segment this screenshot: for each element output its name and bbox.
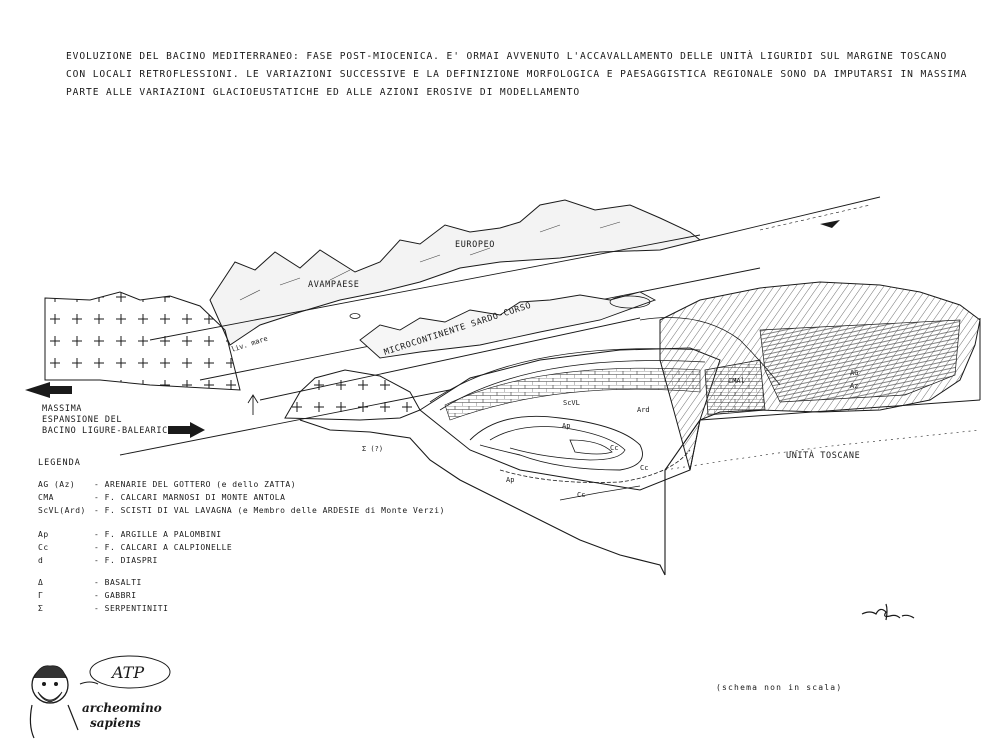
- author-signature: [861, 603, 915, 621]
- legend-text: - F. CALCARI A CALPIONELLE: [94, 543, 233, 552]
- logo-text-sapiens: sapiens: [90, 716, 141, 730]
- legend-item: Δ - BASALTI: [38, 578, 142, 587]
- legend-title: LEGENDA: [38, 458, 81, 468]
- mountain-skyline: [209, 199, 702, 346]
- legend-item: Γ - GABBRI: [38, 591, 137, 600]
- label-ap-1: Ap: [562, 422, 570, 430]
- header-line-2: CON LOCALI RETROFLESSIONI. LE VARIAZIONI…: [66, 69, 968, 80]
- legend-code: Σ: [38, 604, 44, 613]
- legend-text: - GABBRI: [94, 591, 137, 600]
- legend-code: d: [38, 556, 44, 565]
- legend-text: - F. SCISTI DI VAL LAVAGNA (e Membro del…: [94, 506, 445, 515]
- label-unita-toscane: UNITÀ TOSCANE: [786, 449, 860, 461]
- label-cc-2: Cc: [640, 464, 648, 472]
- legend-text: - F. CALCARI MARNOSI DI MONTE ANTOLA: [94, 493, 286, 502]
- legend-item: CMA - F. CALCARI MARNOSI DI MONTE ANTOLA: [38, 493, 285, 502]
- header-line-1: EVOLUZIONE DEL BACINO MEDITERRANEO: FASE…: [66, 51, 948, 62]
- left-arrow-icon: [25, 382, 72, 398]
- label-ap-2: Ap: [506, 476, 514, 484]
- header-line-3: PARTE ALLE VARIAZIONI GLACIOEUSTATICHE E…: [66, 87, 581, 98]
- central-dome: [284, 369, 421, 421]
- right-arrow-icon: [168, 422, 205, 438]
- legend-item: Σ - SERPENTINITI: [38, 604, 168, 613]
- legend-code: Δ: [38, 578, 44, 587]
- legend-code: Γ: [38, 591, 44, 600]
- left-crust-block: [44, 291, 241, 391]
- legend-code: AG (Az): [38, 480, 76, 489]
- legend-item: d - F. DIASPRI: [38, 556, 158, 565]
- label-avampaese: AVAMPAESE: [308, 280, 359, 290]
- label-scvl: ScVL: [563, 399, 580, 407]
- logo-text-archeomino: archeomino: [82, 701, 162, 715]
- header-text: EVOLUZIONE DEL BACINO MEDITERRANEO: FASE…: [66, 48, 968, 102]
- label-massima-2: ESPANSIONE DEL: [42, 415, 122, 425]
- label-ag: AG: [850, 369, 858, 377]
- legend-item: Cc - F. CALCARI A CALPIONELLE: [38, 543, 232, 552]
- label-massima-1: MASSIMA: [42, 404, 82, 414]
- legend-code: ScVL(Ard): [38, 506, 86, 515]
- label-cmai: CMAl: [728, 377, 745, 385]
- legend-code: CMA: [38, 493, 54, 502]
- legend-code: Ap: [38, 530, 49, 539]
- logo-badge: ATP: [110, 663, 144, 682]
- legend-item: Ap - F. ARGILLE A PALOMBINI: [38, 530, 222, 539]
- direction-line: [699, 196, 881, 241]
- label-europeo: EUROPEO: [455, 240, 495, 250]
- legend-text: - F. ARGILLE A PALOMBINI: [94, 530, 222, 539]
- legend-text: - F. DIASPRI: [94, 556, 158, 565]
- legend-code: Cc: [38, 543, 49, 552]
- label-az: Az: [850, 382, 858, 390]
- legend-item: ScVL(Ard) - F. SCISTI DI VAL LAVAGNA (e M…: [38, 506, 445, 515]
- label-cc-1: Cc: [610, 444, 618, 452]
- label-sigma: Σ (?): [362, 445, 383, 453]
- legend-text: - BASALTI: [94, 578, 142, 587]
- label-massima-3: BACINO LIGURE-BALEARICO: [42, 426, 174, 436]
- legend-item: AG (Az) - ARENARIE DEL GOTTERO (e dello Z…: [38, 480, 296, 489]
- scale-note: (schema non in scala): [716, 683, 843, 692]
- label-ard: Ard: [637, 406, 650, 414]
- archeomino-logo: ATP: [29, 655, 171, 739]
- recumbent-fold: [469, 415, 643, 471]
- direction-arrow: [820, 220, 840, 228]
- legend-text: - ARENARIE DEL GOTTERO (e dello ZATTA): [94, 480, 297, 489]
- cross-section-front: [299, 419, 666, 576]
- label-cc-3: Cc: [577, 491, 585, 499]
- microcontinent-islands: [359, 291, 657, 359]
- legend-text: - SERPENTINITI: [94, 604, 169, 613]
